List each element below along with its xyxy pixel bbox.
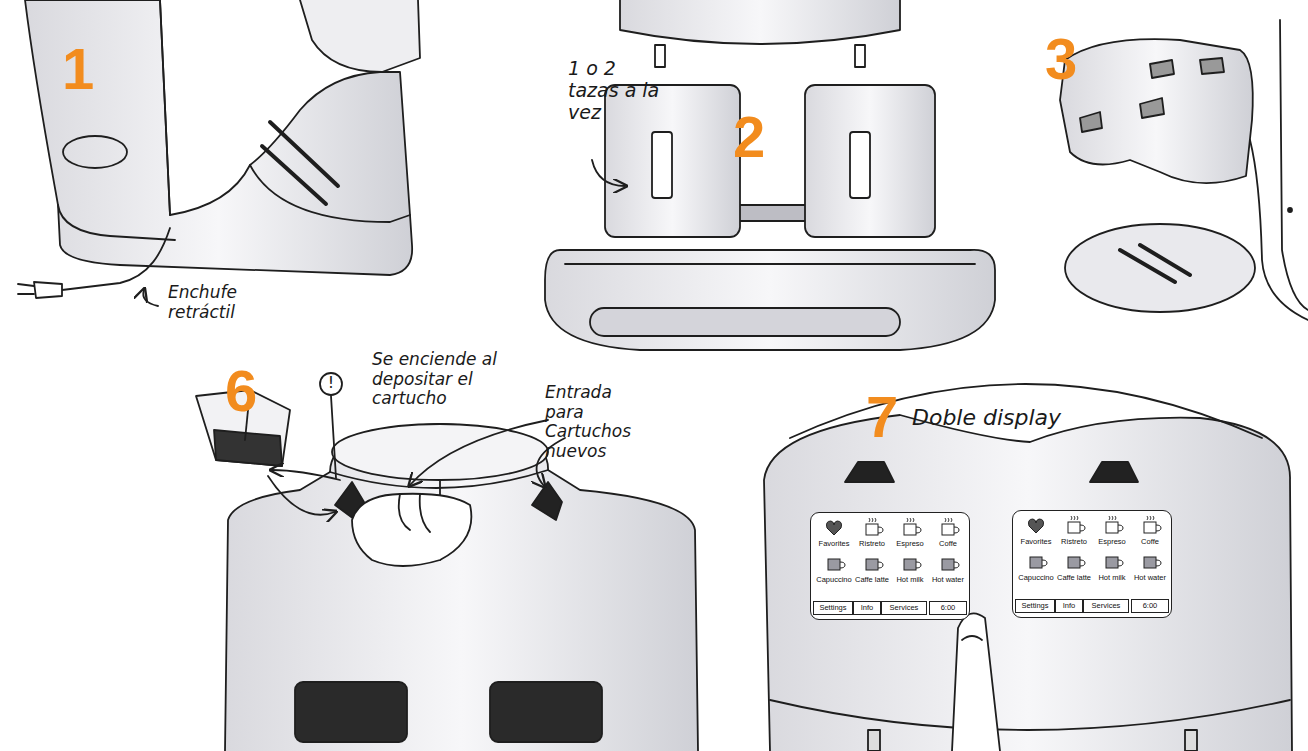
annotation-note: Se enciende al depositar el cartucho [372, 350, 542, 409]
menu-item: Hot water [929, 576, 967, 584]
cartridge-sketch [196, 373, 698, 751]
menu-item: Capuccino [815, 576, 853, 584]
menu-item: Hot milk [1093, 574, 1131, 582]
menu-item: Hot water [1131, 574, 1169, 582]
menu-tab: Info [1055, 599, 1083, 613]
menu-item: Ristreto [1055, 538, 1093, 546]
callout-number: 1 [62, 40, 122, 98]
menu-tab: 6:00 [929, 601, 967, 615]
menu-item: Coffe [1131, 538, 1169, 546]
display-screen: FavoritesRistretoEspresoCoffeCapuccinoCa… [1012, 510, 1172, 618]
annotation-note: 1 o 2 tazas a la vez [568, 58, 668, 124]
menu-item: Espreso [1093, 538, 1131, 546]
display-sketch [764, 384, 1292, 751]
warning-symbol: ! [323, 374, 339, 392]
callout-number: 6 [225, 362, 285, 420]
side-view-sketch [18, 0, 420, 306]
annotation-note: Enchufe retráctil [168, 283, 278, 322]
menu-item: Favorites [1017, 538, 1055, 546]
menu-tab: Services [1083, 599, 1129, 613]
menu-item: Caffe latte [853, 576, 891, 584]
annotation-note: Entrada para Cartuchos nuevos [545, 383, 655, 461]
menu-tab: 6:00 [1131, 599, 1169, 613]
menu-item: Hot milk [891, 576, 929, 584]
menu-tab: Info [853, 601, 881, 615]
menu-tab: Services [881, 601, 927, 615]
callout-number: 2 [733, 108, 793, 166]
menu-tab: Settings [1015, 599, 1055, 613]
menu-item: Coffe [929, 540, 967, 548]
callout-number: 3 [1045, 30, 1105, 88]
panel-title: Doble display [912, 405, 1112, 430]
front-view-sketch [545, 0, 995, 350]
top-view-sketch [1060, 20, 1308, 320]
menu-item: Capuccino [1017, 574, 1055, 582]
menu-item: Caffe latte [1055, 574, 1093, 582]
menu-tab: Settings [813, 601, 853, 615]
menu-item: Favorites [815, 540, 853, 548]
display-screen: FavoritesRistretoEspresoCoffeCapuccinoCa… [810, 512, 970, 620]
menu-item: Ristreto [853, 540, 891, 548]
menu-item: Espreso [891, 540, 929, 548]
